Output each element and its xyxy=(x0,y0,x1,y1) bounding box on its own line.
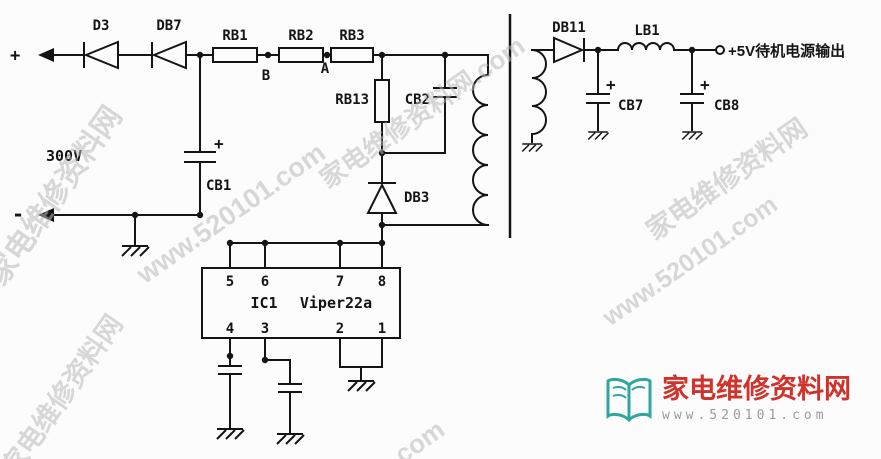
ground-icon xyxy=(587,131,610,141)
output-5v-label: +5V待机电源输出 xyxy=(728,42,845,60)
ground-icon xyxy=(121,245,150,257)
db3-label: DB3 xyxy=(404,190,429,206)
minus-input-label: - xyxy=(12,202,24,226)
inductor-lb1 xyxy=(617,42,675,51)
ic1-pin4-label: 4 xyxy=(226,321,234,337)
db11-label: DB11 xyxy=(552,20,586,36)
ground-icon xyxy=(276,433,305,445)
ic1-pin5-label: 5 xyxy=(226,274,234,290)
ic1-part-label: Viper22a xyxy=(300,294,372,312)
ic1-name-label: IC1 xyxy=(250,294,277,312)
logo-url: www.520101.com xyxy=(662,408,828,424)
transformer xyxy=(472,14,547,238)
capacitor-cb2 xyxy=(433,87,457,98)
minus-input-arrow xyxy=(38,208,54,222)
voltage-label: 300V xyxy=(46,147,82,165)
transformer-primary-winding xyxy=(472,74,489,226)
ground-icon xyxy=(521,143,544,153)
book-icon xyxy=(606,377,652,423)
rb1-label: RB1 xyxy=(222,28,247,44)
diode-db11 xyxy=(553,36,585,64)
lb1-label: LB1 xyxy=(634,23,659,39)
plus-input-arrow xyxy=(38,48,54,62)
capacitor-pin3 xyxy=(278,383,302,393)
ground-icon xyxy=(681,131,704,141)
diode-db3 xyxy=(366,182,398,214)
cb1-label: CB1 xyxy=(206,178,231,194)
resistor-rb1 xyxy=(212,47,258,63)
rb3-label: RB3 xyxy=(339,28,364,44)
cb7-plus-label: + xyxy=(606,75,616,94)
diode-d3 xyxy=(83,40,119,70)
logo-text: 家电维修资料网 www.520101.com xyxy=(662,373,851,424)
capacitor-cb7 xyxy=(586,93,610,104)
resistor-rb13 xyxy=(374,79,390,123)
logo-site-name: 家电维修资料网 xyxy=(662,373,851,404)
d3-label: D3 xyxy=(93,18,110,34)
cb1-plus-label: + xyxy=(214,134,224,153)
node-b-label: B xyxy=(262,68,270,84)
resistor-rb2 xyxy=(278,47,324,63)
junction-dots xyxy=(131,46,696,364)
capacitor-cb1 xyxy=(184,151,216,163)
site-logo: 家电维修资料网 www.520101.com xyxy=(604,372,851,426)
ic1-pin8-label: 8 xyxy=(378,274,386,290)
ic-viper22a-body xyxy=(201,267,401,339)
ic1-pin2-label: 2 xyxy=(336,321,344,337)
capacitor-pin4 xyxy=(218,365,242,375)
cb2-label: CB2 xyxy=(405,92,430,108)
rb2-label: RB2 xyxy=(288,28,313,44)
ic1-pin3-label: 3 xyxy=(261,321,269,337)
transformer-secondary-winding xyxy=(531,49,547,135)
cb8-label: CB8 xyxy=(714,98,739,114)
capacitor-cb8 xyxy=(680,93,704,104)
output-terminal xyxy=(715,45,725,55)
rb13-label: RB13 xyxy=(335,92,369,108)
diode-db7 xyxy=(151,40,187,70)
db7-label: DB7 xyxy=(156,18,181,34)
cb7-label: CB7 xyxy=(618,98,643,114)
ic1-pin6-label: 6 xyxy=(261,274,269,290)
cb8-plus-label: + xyxy=(700,75,710,94)
ground-icon xyxy=(347,380,376,392)
ic1-pin7-label: 7 xyxy=(336,274,344,290)
ic1-pin1-label: 1 xyxy=(378,321,386,337)
plus-input-label: + xyxy=(10,46,20,66)
ground-icon xyxy=(216,428,245,440)
resistor-rb3 xyxy=(330,47,374,63)
node-a-label: A xyxy=(321,61,330,77)
